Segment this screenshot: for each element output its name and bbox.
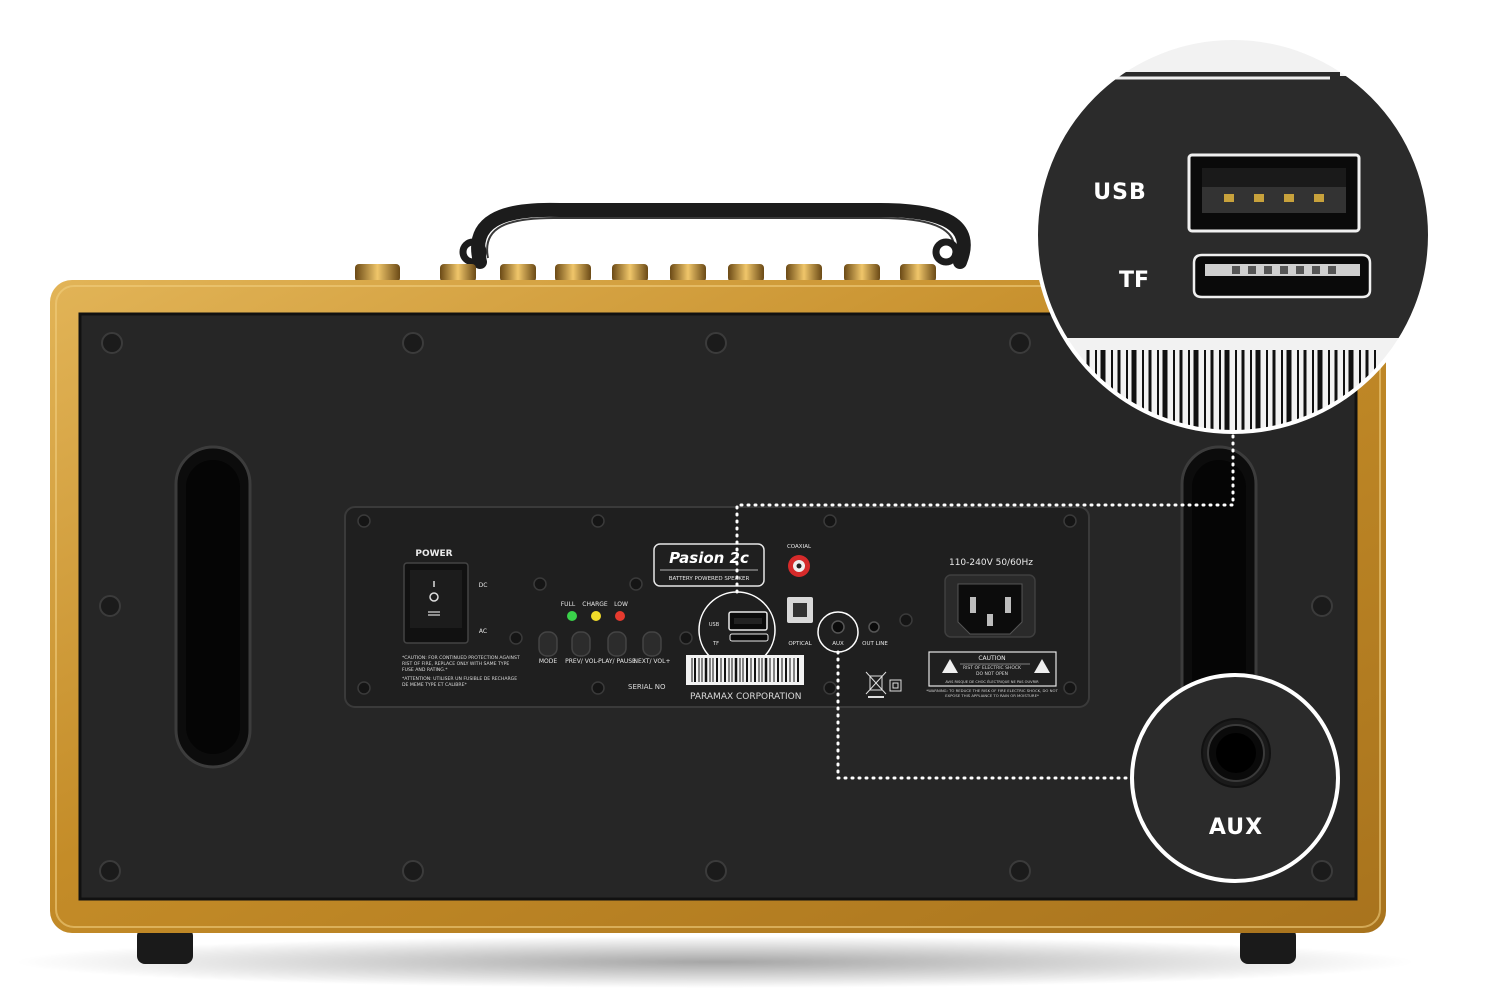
led-low [615,611,625,621]
prev-label: PREV/ VOL- [565,658,599,665]
aux-jack-small [831,620,845,634]
serial-label: SERIAL NO [628,683,666,691]
mode-button-shape [538,631,558,657]
power-label: POWER [415,549,452,559]
callout-leader-lines [735,430,1235,780]
next-label: NEXT/ VOL+ [634,658,671,665]
caution-line2: DO NOT OPEN [976,671,1008,677]
led-label-charge: CHARGE [582,601,608,608]
panel-screws [99,332,1333,882]
voltage-label: 110-240V 50/60Hz [949,558,1033,568]
serial-barcode-lines [691,658,799,682]
out-line-label: OUT LINE [862,641,888,647]
callout-usb-label: USB [1093,180,1147,205]
aux-label-small: AUX [832,641,844,647]
callout-aux-label: AUX [1208,815,1264,840]
usb-label-small: USB [709,622,720,628]
foot-right [1240,928,1296,964]
callout-tf-label: TF [1118,268,1150,293]
warning-text: *WARNING: TO REDUCE THE RISK OF FIRE ELE… [926,688,1058,698]
out-line-jack [868,621,880,633]
mode-label: MODE [539,658,558,665]
caution-line1: RIST OF ELECTRIC SHOCK [963,665,1022,671]
caution-title: CAUTION [978,655,1005,662]
top-binding-posts [355,264,936,282]
brand-logo: Pasion 2c [669,549,749,567]
brand-logo-box [653,543,765,587]
coaxial-label: COAXIAL [787,544,812,550]
led-label-full: FULL [561,601,576,608]
caution-fr: AVIS RISQUE DE CHOC ÉLECTRIQUE NE PAS OU… [945,679,1039,684]
bass-port-left [174,445,252,769]
aux-callout [1130,673,1340,883]
dc-label: DC [479,582,488,589]
foot-left [137,928,193,964]
usb-tf-callout [1034,36,1432,434]
ac-label: AC [479,628,487,635]
weee-icon [865,671,902,698]
led-charge [591,611,601,621]
brand-subtitle: BATTERY POWERED SPEAKER [669,576,750,582]
tf-label-small: TF [712,641,719,647]
manufacturer-label: PARAMAX CORPORATION [690,692,801,702]
play-label: PLAY/ PAUSE [598,658,636,665]
tf-slot-small [729,633,769,642]
optical-label: OPTICAL [788,641,812,647]
control-plate [344,506,1090,708]
led-full [567,611,577,621]
led-label-low: LOW [614,601,628,608]
fuse-caution-en: *CAUTION: FOR CONTINUED PROTECTION AGAIN… [402,656,520,673]
carry-handle [459,202,971,269]
fuse-caution-fr: *ATTENTION: UTILISER UN FUSIBLE DE RECHA… [402,677,518,688]
